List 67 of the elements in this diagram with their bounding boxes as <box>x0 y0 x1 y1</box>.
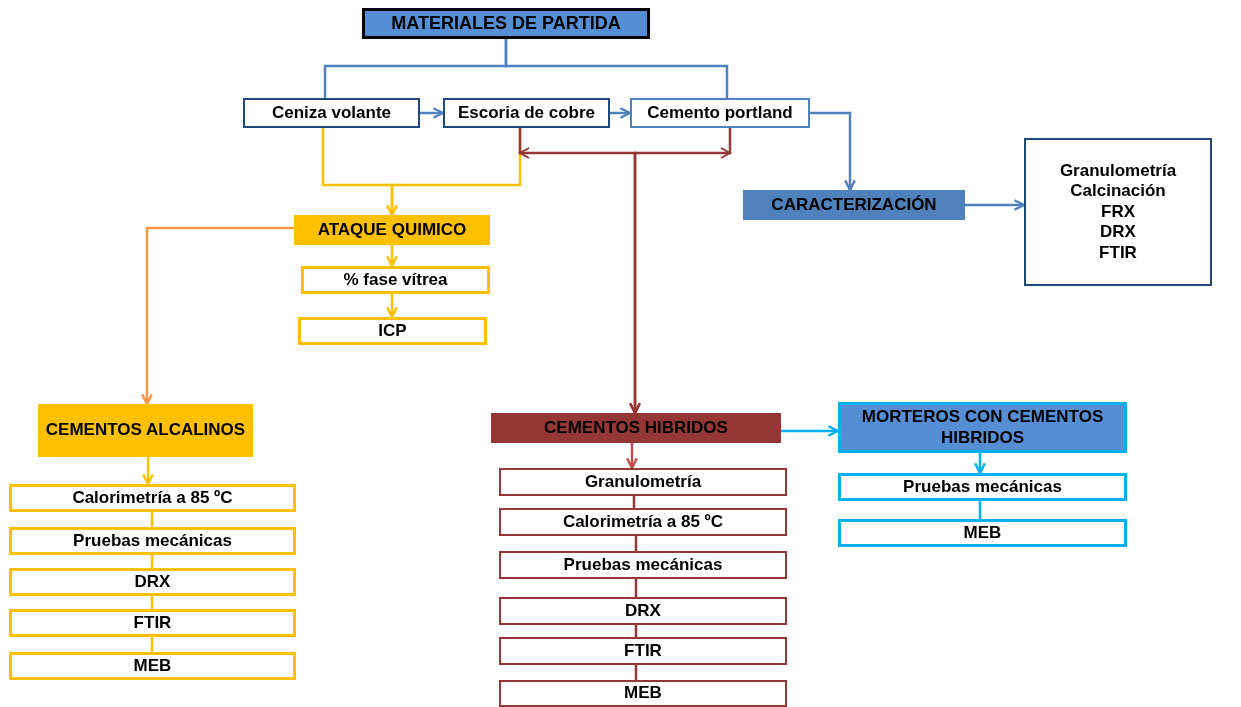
arrow <box>974 453 986 475</box>
test-box <box>499 551 787 579</box>
test-box <box>9 652 296 680</box>
arrow <box>965 199 1026 211</box>
test-box <box>499 597 787 625</box>
arrow <box>810 111 856 192</box>
node-label: Pruebas mecánicas <box>903 476 1062 498</box>
test-box <box>499 637 787 665</box>
material-box <box>243 98 420 128</box>
test-box <box>499 508 787 536</box>
arrow <box>142 457 154 486</box>
test-box <box>301 266 490 294</box>
arrow <box>386 245 398 268</box>
node-label: CARACTERIZACIÓN <box>771 194 937 216</box>
material-box <box>630 98 810 128</box>
node-label: Calorimetría a 85 ºC <box>562 511 724 533</box>
node-label: FRX <box>1101 201 1135 223</box>
node-label: MEB <box>624 683 662 704</box>
node-label: % fase vítrea <box>343 269 448 291</box>
node-label: CEMENTOS ALCALINOS <box>45 420 246 441</box>
material-box <box>443 98 610 128</box>
process-box <box>743 190 965 220</box>
node-label: MORTEROS CON CEMENTOS HIBRIDOS <box>860 407 1105 448</box>
test-box <box>9 609 296 637</box>
test-box <box>9 527 296 555</box>
node-label: MEB <box>133 655 172 677</box>
arrow <box>386 294 398 319</box>
node-label: CEMENTOS HIBRIDOS <box>544 417 728 439</box>
arrow <box>626 443 638 470</box>
node-label: MEB <box>963 522 1002 544</box>
node-label: DRX <box>1100 222 1136 243</box>
node-label: Calcinación <box>1070 181 1166 202</box>
node-label: FTIR <box>624 640 662 662</box>
arrow <box>629 128 733 415</box>
test-box <box>499 680 787 707</box>
arrow <box>610 107 632 119</box>
node-label: FTIR <box>133 612 172 634</box>
process-box <box>38 404 253 457</box>
node-label: ICP <box>378 320 407 342</box>
process-box <box>491 413 781 443</box>
node-label: DRX <box>134 571 171 593</box>
test-box <box>838 519 1127 547</box>
process-box <box>294 215 490 245</box>
node-label: Calorimetría a 85 ºC <box>72 487 233 509</box>
arrow <box>141 226 294 406</box>
list-box <box>1024 138 1212 286</box>
test-box <box>9 568 296 596</box>
node-label: Pruebas mecánicas <box>73 530 232 552</box>
node-label: Granulometría <box>584 471 702 493</box>
arrow <box>420 107 445 119</box>
test-box <box>838 473 1127 501</box>
node-label: ATAQUE QUIMICO <box>317 219 467 241</box>
arrow <box>781 425 840 437</box>
connector-line <box>504 39 729 98</box>
node-label: MATERIALES DE PARTIDA <box>391 12 621 35</box>
node-label: Cemento portland <box>647 102 793 124</box>
test-box <box>298 317 487 345</box>
node-label: Escoria de cobre <box>458 102 595 124</box>
node-label: DRX <box>625 600 661 622</box>
test-box <box>499 468 787 496</box>
test-box <box>9 484 296 512</box>
title-box <box>362 8 650 39</box>
node-label: Granulometría <box>1059 161 1177 182</box>
node-label: Ceniza volante <box>271 102 391 124</box>
node-label: FTIR <box>1099 242 1137 263</box>
process-box <box>838 402 1127 453</box>
node-label: Pruebas mecánicas <box>563 554 723 576</box>
